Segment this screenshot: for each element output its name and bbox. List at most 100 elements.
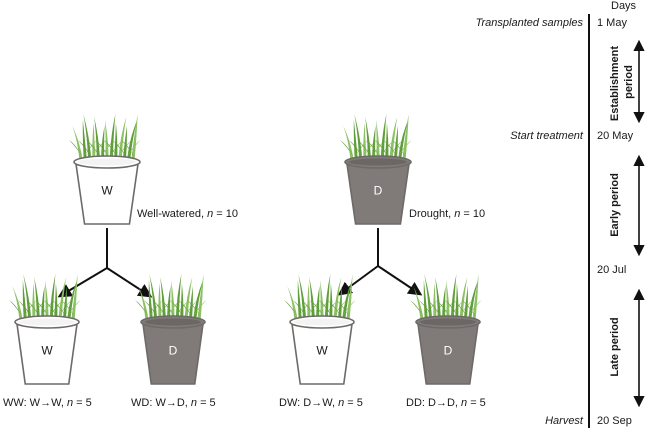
grass-blade [398,120,409,160]
child-dd-n: n [461,397,467,409]
child-caption-dd: DD: D→D, n = 5 [406,397,486,409]
grass-blade [337,286,342,320]
parent-caption-w: Well-watered, n = 10 [137,208,238,220]
grass-blade [365,117,371,160]
grass-blade [160,277,166,320]
grass-blade [180,283,184,320]
child-wd-count: = 5 [197,397,216,409]
pot-ww: W [9,274,81,385]
child-ww-count: = 5 [73,397,92,409]
grass-blade [54,283,58,320]
pot-d-parent-soil [349,158,407,166]
child-wd-to: D, [177,397,191,409]
d-to-dw-arrow [337,265,379,296]
event-label-start-treatment: Start treatment [510,130,584,142]
grass-blade [385,123,389,160]
child-dw-count: = 5 [344,397,363,409]
grass-blade [175,274,182,320]
grass-blade [193,280,204,320]
pot-d-parent-letter: D [374,183,383,197]
event-date-20-may: 20 May [597,130,634,142]
pot-wd: D [135,274,207,385]
event-date-20-jul: 20 Jul [597,264,626,276]
grass-blade [333,277,342,320]
child-ww-n: n [67,397,73,409]
grass-blade [118,117,127,160]
grass-blade [363,123,367,160]
grass-blade [435,277,441,320]
child-dd-arrow: → [436,397,447,409]
pot-dd-soil [420,318,476,326]
grass-blade [472,274,479,320]
grass-blade [450,274,457,320]
parent-d-desc: Drought, [409,208,454,220]
establishment-period-line1: Establishment [609,46,621,122]
event-date-1-may: 1 May [597,17,627,29]
event-label-harvest: Harvest [545,415,584,427]
grass-blade [67,280,78,320]
branch-arrows [57,228,423,298]
grass-blade [131,114,138,160]
late-period-label: Late period [609,317,621,376]
parent-w-desc: Well-watered, [137,208,207,220]
pot-dw-grass [284,274,356,320]
grass-blade [298,274,307,320]
grass-blade [468,280,479,320]
pot-ww-grass [9,274,81,320]
pot-dw-letter: W [316,343,328,357]
timeline: Days Transplanted samples 1 May Start tr… [476,0,645,428]
pot-ww-letter: W [41,343,53,357]
child-wd-arrow: → [166,397,177,409]
grass-blade [12,286,23,320]
grass-blade [459,277,468,320]
grass-blade [324,274,331,320]
grass-blade [167,286,171,320]
grass-blade [393,126,398,160]
pot-d-parent: D [340,114,412,225]
grass-blade [101,126,105,160]
grass-blade [287,286,298,320]
parent-caption-d: Drought, n = 10 [409,208,485,220]
pot-dd-grass [410,274,482,320]
grass-blade [307,283,311,320]
grass-blade [389,117,398,160]
child-dw-arrow: → [311,397,322,409]
grass-blade [92,123,96,160]
d-to-dd-arrow [377,265,423,296]
grass-blade [22,280,27,320]
grass-blade [353,120,358,160]
grass-blade [372,126,376,160]
child-wd-code: WD: W [131,397,166,409]
grass-blade [329,283,333,320]
parent-d-count: = 10 [460,208,485,220]
pot-dd-letter: D [444,343,453,357]
grass-blade [122,126,127,160]
grass-blade [71,274,78,320]
pot-wd-letter: D [169,343,178,357]
grass-blade [49,274,56,320]
grass-blade [380,114,387,160]
child-caption-wd: WD: W→D, n = 5 [131,397,216,409]
pot-d-parent-grass [340,114,412,160]
grass-blade [149,274,158,320]
child-dd-to: D, [447,397,461,409]
child-caption-ww: WW: W→W, n = 5 [3,397,92,409]
grass-blade [171,280,175,320]
child-ww-arrow: → [40,397,51,409]
grass-blade [446,280,450,320]
grass-blade [184,277,193,320]
child-dw-code: DW: D [279,397,311,409]
grass-blade [109,114,116,160]
grass-blade [197,274,204,320]
grass-blade [320,280,324,320]
grass-blade [114,123,118,160]
grass-blade [72,126,83,160]
parent-w-n: n [207,208,213,220]
grass-blade [23,274,32,320]
grass-blade [354,114,363,160]
grass-blade [188,286,193,320]
child-dw-to: W, [322,397,338,409]
grass-blade [442,286,446,320]
